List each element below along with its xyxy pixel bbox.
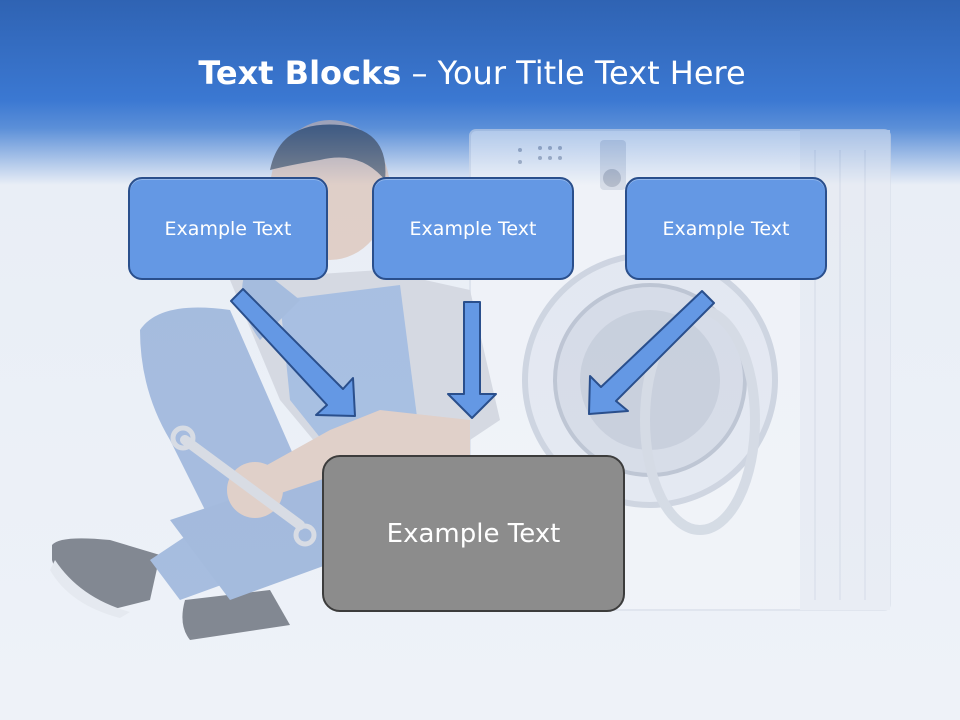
top-text-box-1[interactable]: Example Text (128, 177, 328, 280)
arrow-center-down (447, 301, 497, 419)
arrow-left-diagonal (230, 288, 356, 417)
top-text-box-1-label: Example Text (164, 217, 292, 240)
slide-title: Text Blocks – Your Title Text Here (0, 54, 944, 92)
bottom-text-box[interactable]: Example Text (322, 455, 625, 612)
top-text-box-3[interactable]: Example Text (625, 177, 827, 280)
top-text-box-3-label: Example Text (662, 217, 790, 240)
bottom-text-box-label: Example Text (386, 518, 561, 549)
title-dash: – (401, 54, 438, 92)
title-bold-part: Text Blocks (198, 54, 402, 92)
top-text-box-2[interactable]: Example Text (372, 177, 574, 280)
top-text-box-2-label: Example Text (409, 217, 537, 240)
arrow-right-diagonal (588, 290, 715, 415)
title-regular-part: Your Title Text Here (437, 54, 746, 92)
